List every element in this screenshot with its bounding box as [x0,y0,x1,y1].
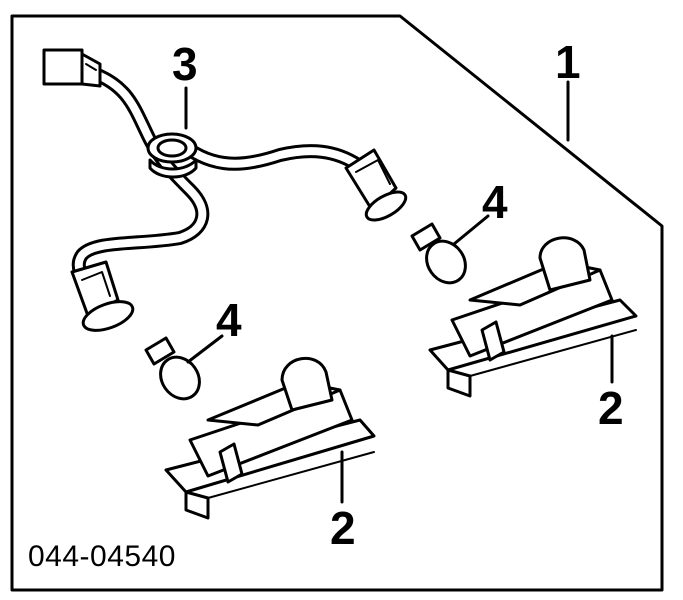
harness-wire [71,69,365,292]
wiring-harness [42,48,408,332]
diagram-frame [10,14,664,592]
harness-connector [42,48,102,88]
callout-assembly: 1 [555,36,581,88]
leader-bulb-upper [452,214,490,246]
harness-grommet [146,132,198,179]
bulb-socket-lower [70,260,135,332]
callout-lamp-left: 2 [330,502,356,554]
bulb-socket-upper [344,148,408,222]
license-lamp-left [164,356,376,520]
bulb-upper [410,222,467,285]
part-number: 044-04540 [28,540,176,573]
callout-bulb-upper: 4 [482,176,508,228]
callout-bulb-lower: 4 [216,294,242,346]
bulb-lower [144,336,201,401]
callout-lamp-right: 2 [598,382,624,434]
callout-harness: 3 [172,38,198,90]
license-lamp-right [428,236,638,398]
leader-bulb-lower [186,334,224,364]
leader-lines [184,80,614,504]
